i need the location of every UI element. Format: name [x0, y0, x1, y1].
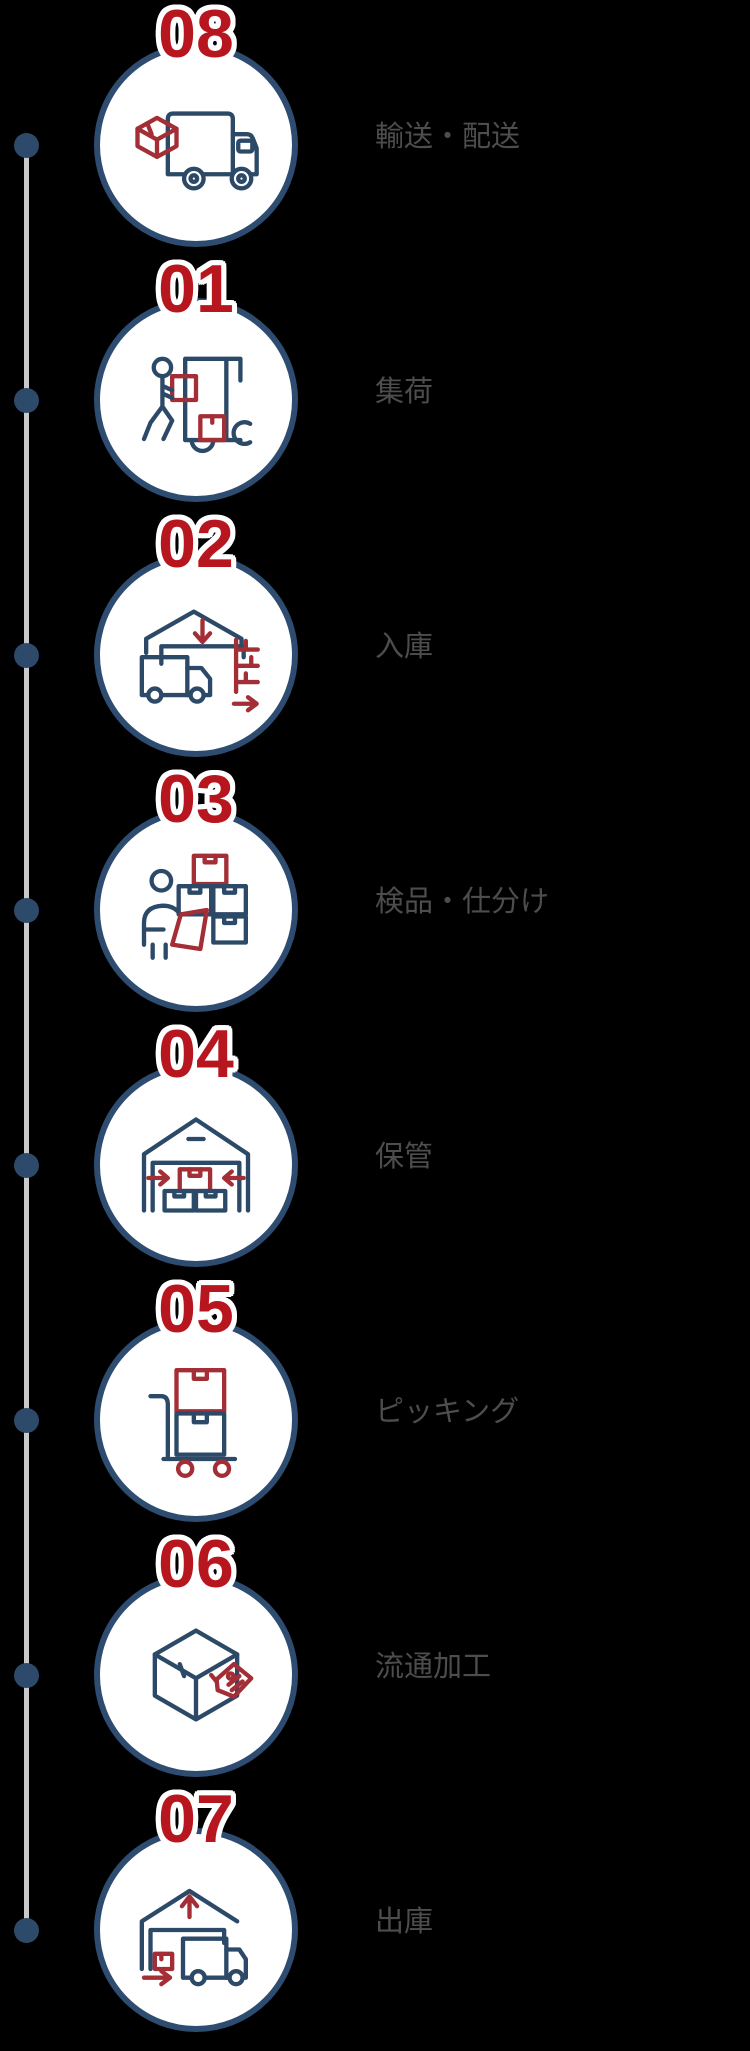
storage-warehouse-icon [141, 1117, 251, 1213]
timeline-step-3: 03 検品・仕分け [0, 765, 750, 1020]
timeline-dot [14, 1408, 39, 1433]
step-label: 出庫 [375, 1906, 434, 1938]
step-label: 流通加工 [375, 1651, 492, 1683]
warehouse-inbound-truck-icon [139, 609, 260, 713]
step-icon-circle [94, 808, 298, 1012]
timeline-dot [14, 133, 39, 158]
timeline-step-5: 05 ピッキング [0, 1275, 750, 1530]
step-number: 07 [158, 1781, 234, 1857]
timeline-dot [14, 1153, 39, 1178]
timeline-dot [14, 388, 39, 413]
step-label: 入庫 [375, 631, 434, 663]
step-label: 保管 [375, 1141, 434, 1173]
step-icon-circle [94, 1573, 298, 1777]
step-number: 05 [158, 1271, 234, 1347]
step-icon-circle [94, 1828, 298, 2032]
pickup-worker-cart-icon [141, 356, 253, 454]
warehouse-outbound-truck-icon [139, 1888, 248, 1987]
step-icon-circle [94, 43, 298, 247]
timeline-dot [14, 898, 39, 923]
timeline-step-6: 06 流通加工 [0, 1530, 750, 1785]
step-number: 01 [158, 251, 234, 327]
delivery-truck-icon [135, 111, 259, 191]
inspection-sorting-icon [141, 853, 248, 960]
timeline-dot [14, 1663, 39, 1688]
timeline-step-1: 01 集荷 [0, 255, 750, 510]
step-number: 02 [158, 506, 234, 582]
timeline-step-2: 02 入庫 [0, 510, 750, 765]
step-label: 輸送・配送 [375, 121, 521, 153]
timeline-dot [14, 1918, 39, 1943]
step-number: 06 [158, 1526, 234, 1602]
step-label: ピッキング [375, 1396, 520, 1428]
step-label: 検品・仕分け [375, 886, 550, 918]
timeline-step-4: 04 保管 [0, 1020, 750, 1275]
step-icon-circle [94, 298, 298, 502]
step-number: 08 [158, 0, 234, 72]
timeline-step-7: 07 出庫 [0, 1785, 750, 2040]
timeline-dot [14, 643, 39, 668]
step-label: 集荷 [375, 376, 434, 408]
picking-handtruck-icon [148, 1368, 238, 1478]
step-icon-circle [94, 553, 298, 757]
timeline-step-8: 08 輸送・配送 [0, 0, 750, 255]
step-number: 03 [158, 761, 234, 837]
step-icon-circle [94, 1318, 298, 1522]
step-number: 04 [158, 1016, 234, 1092]
box-with-tag-icon [152, 1628, 254, 1722]
step-icon-circle [94, 1063, 298, 1267]
timeline-connector-line [24, 138, 29, 1930]
